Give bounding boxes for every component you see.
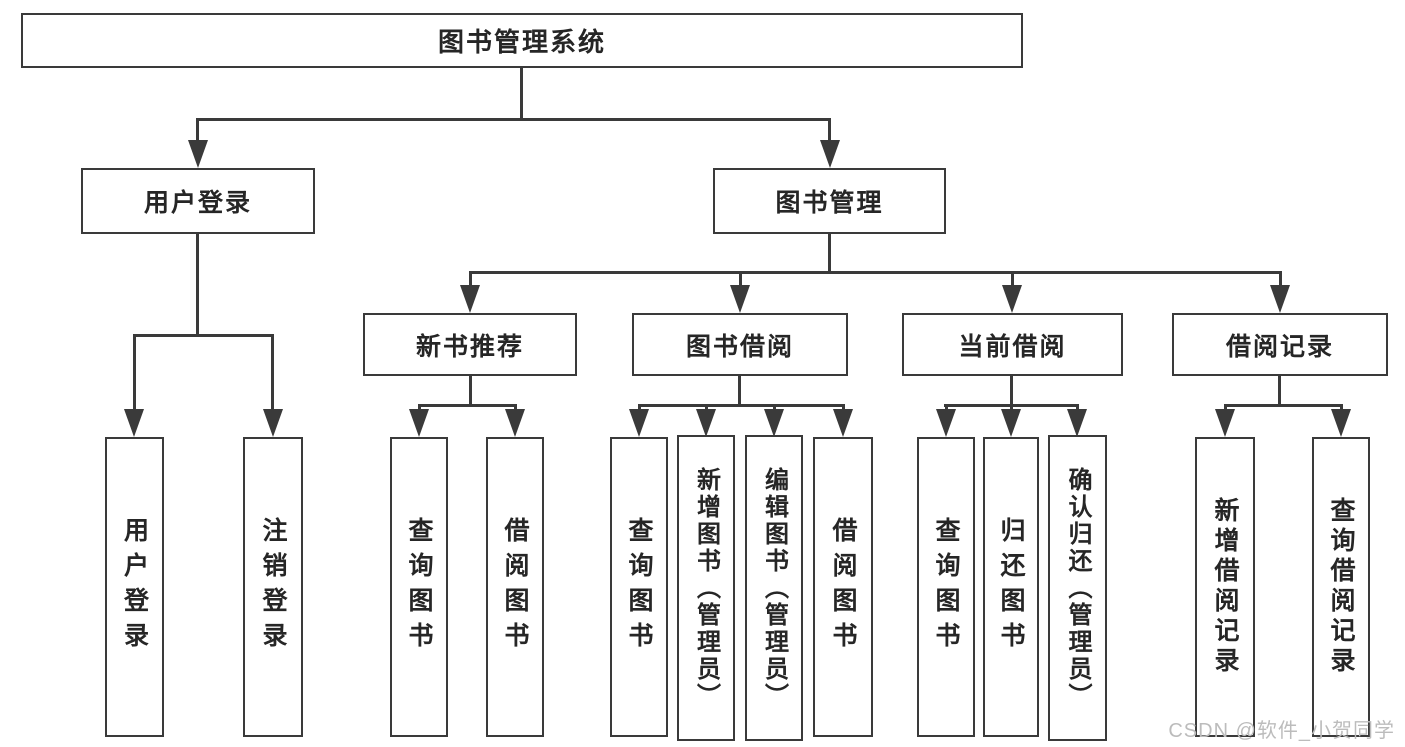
leaf-logout: 注销登录: [243, 437, 303, 737]
node-book-management-label: 图书管理: [775, 189, 884, 217]
leaf-borrow-query-books: 查询图书: [610, 437, 668, 737]
arrow-to-user-login: [188, 140, 208, 168]
node-book-borrow-label: 图书借阅: [685, 332, 794, 361]
leaf-return-books-label: 归还图书: [997, 517, 1025, 657]
node-current-borrow-label: 当前借阅: [958, 332, 1067, 361]
connector-user-login-rail: [133, 334, 274, 337]
connector-root-left-shaft: [196, 118, 199, 146]
arrow-to-book-borrow: [730, 285, 750, 313]
arrow-to-confirm-return: [1067, 409, 1087, 437]
arrow-to-current-query: [936, 409, 956, 437]
connector-records-rail: [1224, 404, 1342, 407]
connector-recommend-rail: [418, 404, 516, 407]
leaf-recommend-borrow-books: 借阅图书: [486, 437, 544, 737]
arrow-to-borrow-query: [629, 409, 649, 437]
leaf-query-borrow-record-label: 查询借阅记录: [1327, 497, 1355, 677]
leaf-borrow-books: 借阅图书: [813, 437, 873, 737]
leaf-add-books-admin: 新增图书（管理员）: [677, 435, 735, 741]
leaf-return-books: 归还图书: [983, 437, 1039, 737]
arrow-to-recommend-borrow: [505, 409, 525, 437]
leaf-current-query-books-label: 查询图书: [932, 517, 960, 657]
node-root-label: 图书管理系统: [437, 27, 606, 57]
node-borrow-records-label: 借阅记录: [1225, 332, 1334, 361]
connector-borrow-rail: [638, 404, 844, 407]
arrow-to-new-book-recommend: [460, 285, 480, 313]
leaf-current-query-books: 查询图书: [917, 437, 975, 737]
connector-user-login-stub: [196, 234, 199, 337]
node-user-login-label: 用户登录: [143, 189, 252, 217]
connector-current-stub: [1010, 376, 1013, 407]
connector-records-stub: [1278, 376, 1281, 407]
leaf-add-borrow-record-label: 新增借阅记录: [1211, 497, 1239, 677]
leaf-user-login: 用户登录: [105, 437, 164, 737]
connector-user-login-shaft-1: [133, 334, 136, 414]
leaf-add-borrow-record: 新增借阅记录: [1195, 437, 1255, 737]
arrow-to-leaf-user-login: [124, 409, 144, 437]
arrow-to-borrow-books: [833, 409, 853, 437]
arrow-to-query-record: [1331, 409, 1351, 437]
arrow-to-edit-books: [764, 409, 784, 437]
arrow-to-recommend-query: [409, 409, 429, 437]
leaf-confirm-return-admin-label: 确认归还（管理员）: [1064, 466, 1091, 710]
node-book-management: 图书管理: [713, 168, 946, 234]
arrow-to-book-management: [820, 140, 840, 168]
leaf-recommend-query-books: 查询图书: [390, 437, 448, 737]
connector-level3-rail: [469, 271, 1281, 274]
leaf-recommend-query-books-label: 查询图书: [405, 517, 433, 657]
leaf-borrow-books-label: 借阅图书: [829, 517, 857, 657]
leaf-edit-books-admin: 编辑图书（管理员）: [745, 435, 803, 741]
connector-level3-shaft-1: [469, 271, 472, 289]
leaf-logout-label: 注销登录: [259, 517, 287, 657]
leaf-borrow-query-books-label: 查询图书: [625, 517, 653, 657]
arrow-to-return-books: [1001, 409, 1021, 437]
node-current-borrow: 当前借阅: [902, 313, 1123, 376]
connector-root-right-shaft: [828, 118, 831, 146]
csdn-watermark: CSDN @软件_小贺同学: [1168, 720, 1395, 742]
node-user-login: 用户登录: [81, 168, 315, 234]
connector-level3-shaft-3: [1011, 271, 1014, 289]
node-borrow-records: 借阅记录: [1172, 313, 1388, 376]
leaf-user-login-label: 用户登录: [120, 517, 149, 657]
connector-level3-shaft-4: [1279, 271, 1282, 289]
arrow-to-add-record: [1215, 409, 1235, 437]
node-new-book-recommend-label: 新书推荐: [415, 332, 524, 361]
leaf-query-borrow-record: 查询借阅记录: [1312, 437, 1370, 737]
connector-book-mgmt-stub: [828, 234, 831, 274]
leaf-recommend-borrow-books-label: 借阅图书: [501, 517, 529, 657]
connector-level3-shaft-2: [739, 271, 742, 289]
leaf-add-books-admin-label: 新增图书（管理员）: [692, 466, 720, 710]
arrow-to-current-borrow: [1002, 285, 1022, 313]
connector-recommend-stub: [469, 376, 472, 407]
node-new-book-recommend: 新书推荐: [363, 313, 577, 376]
arrow-to-borrow-records: [1270, 285, 1290, 313]
connector-root-rail: [197, 118, 831, 121]
arrow-to-leaf-logout: [263, 409, 283, 437]
connector-root-stub: [520, 68, 523, 120]
connector-borrow-stub: [738, 376, 741, 407]
node-book-borrow: 图书借阅: [632, 313, 848, 376]
connector-user-login-shaft-2: [271, 334, 274, 414]
arrow-to-add-books: [696, 409, 716, 437]
leaf-edit-books-admin-label: 编辑图书（管理员）: [760, 466, 788, 710]
leaf-confirm-return-admin: 确认归还（管理员）: [1048, 435, 1107, 741]
node-root: 图书管理系统: [21, 13, 1023, 68]
